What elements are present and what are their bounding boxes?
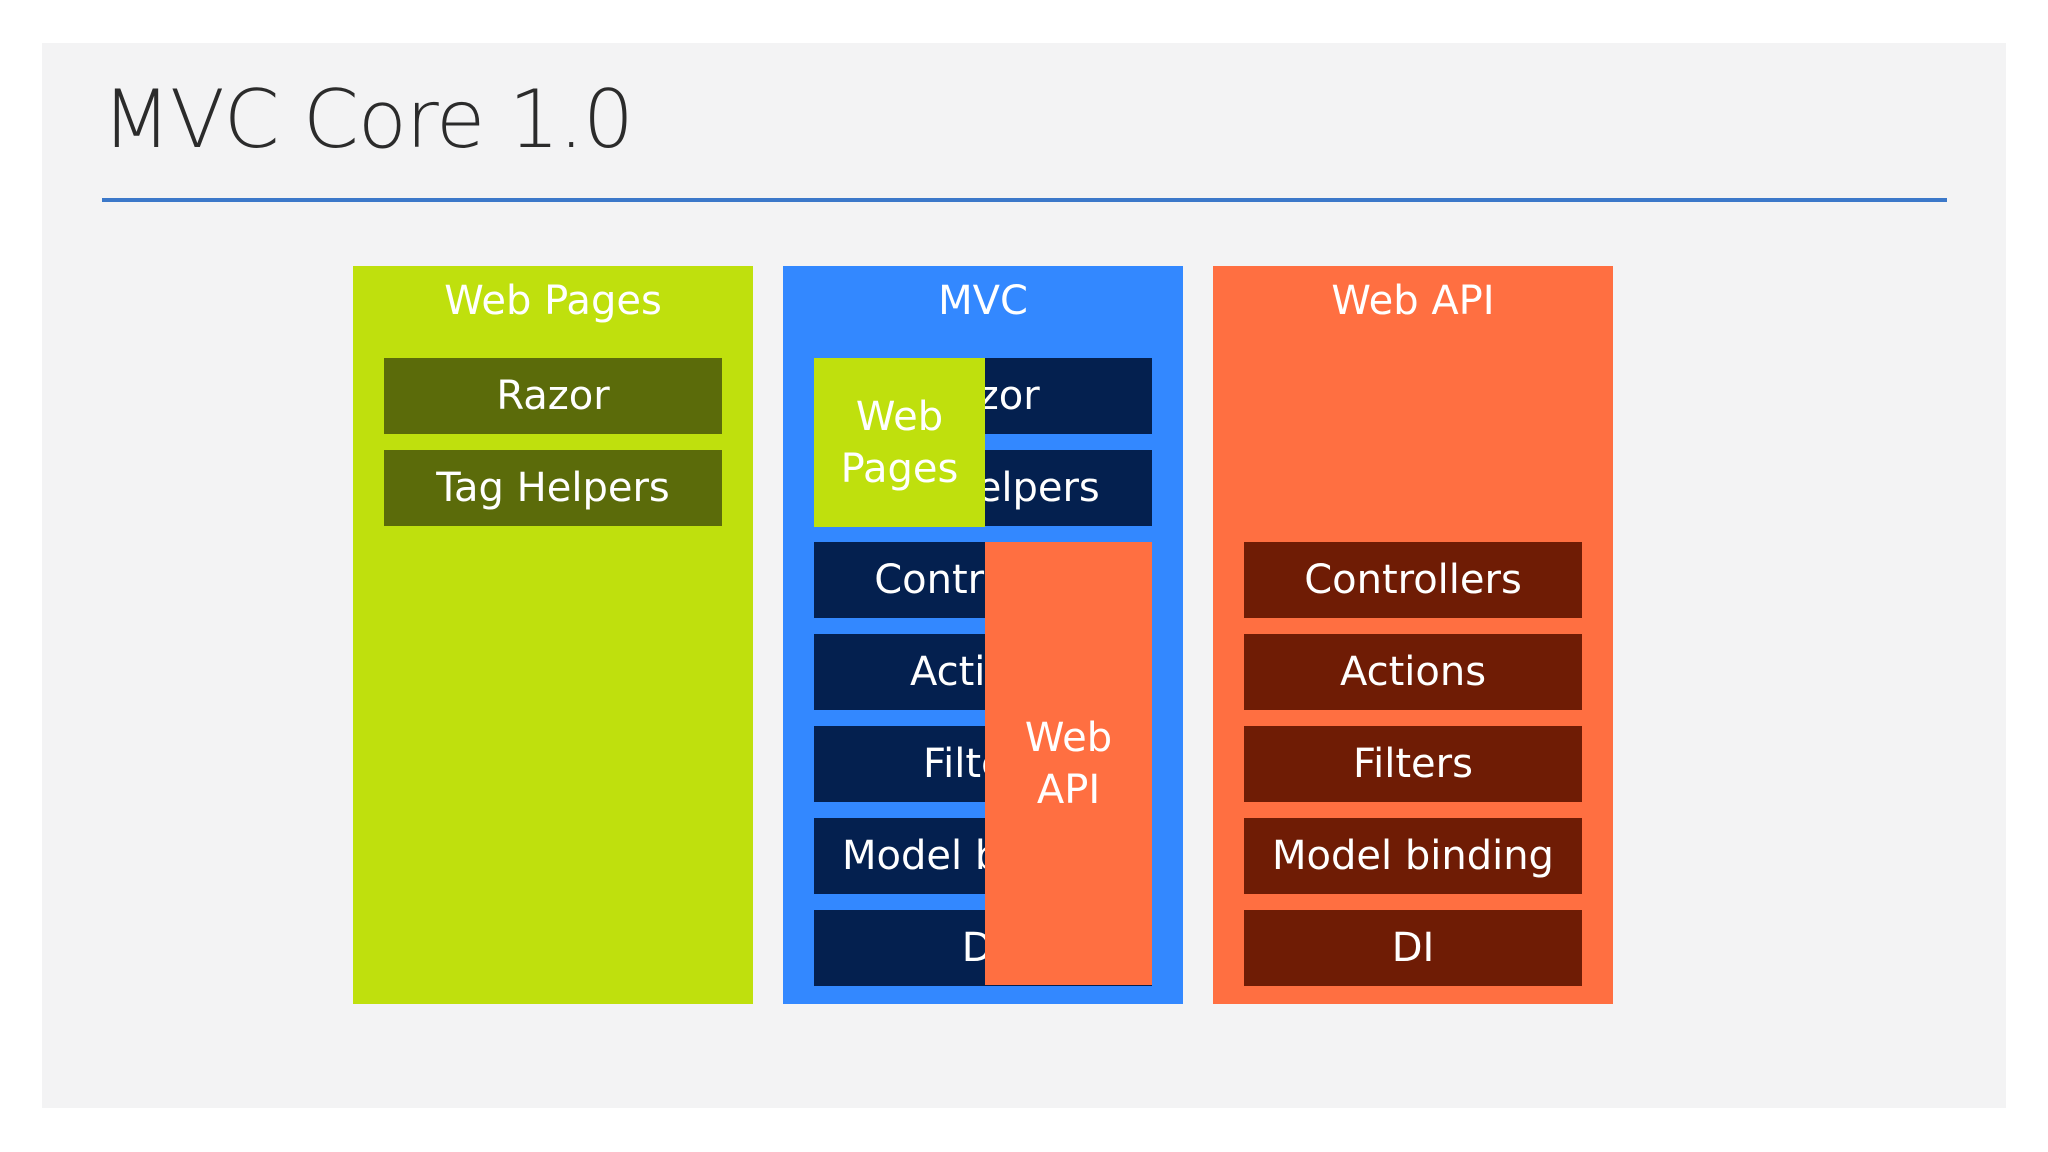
web-api-overlay: Web API bbox=[985, 542, 1152, 985]
web-pages-column-title: Web Pages bbox=[444, 278, 662, 324]
web-api-actions-box: Actions bbox=[1244, 634, 1582, 710]
web-api-model-binding-box: Model binding bbox=[1244, 818, 1582, 894]
slide-title: MVC Core 1.0 bbox=[102, 73, 634, 166]
web-api-overlay-line1: Web bbox=[1024, 714, 1113, 761]
mvc-column-title: MVC bbox=[938, 278, 1028, 324]
web-api-di-box: DI bbox=[1244, 910, 1582, 986]
web-pages-overlay-line1: Web bbox=[855, 393, 944, 440]
web-pages-razor-box: Razor bbox=[384, 358, 722, 434]
web-api-column: Web API Controllers Actions Filters Mode… bbox=[1213, 266, 1613, 1004]
title-underline bbox=[102, 198, 1947, 202]
web-api-filters-box: Filters bbox=[1244, 726, 1582, 802]
web-api-column-title: Web API bbox=[1331, 278, 1495, 324]
web-api-overlay-line2: API bbox=[1036, 766, 1101, 813]
web-pages-overlay: Web Pages bbox=[814, 358, 985, 527]
web-pages-column: Web Pages Razor Tag Helpers bbox=[353, 266, 753, 1004]
web-api-controllers-box: Controllers bbox=[1244, 542, 1582, 618]
web-pages-tag-helpers-box: Tag Helpers bbox=[384, 450, 722, 526]
web-pages-overlay-line2: Pages bbox=[840, 445, 959, 492]
